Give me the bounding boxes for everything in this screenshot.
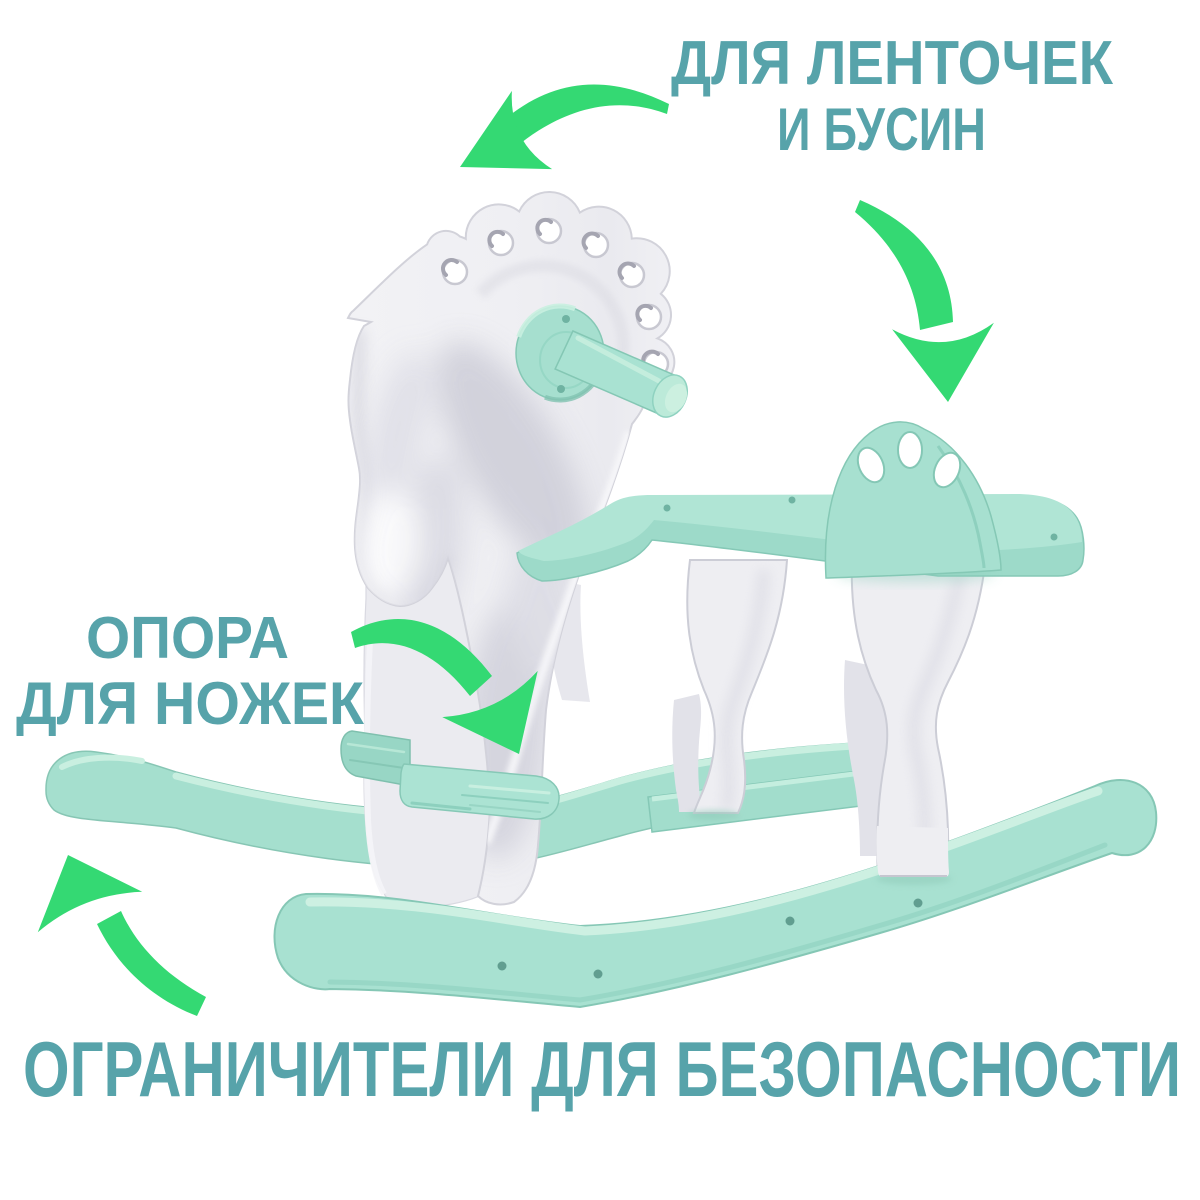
svg-text:ДЛЯ ЛЕНТОЧЕК: ДЛЯ ЛЕНТОЧЕК (671, 29, 1113, 98)
svg-text:ДЛЯ НОЖЕК: ДЛЯ НОЖЕК (16, 670, 364, 737)
svg-text:ОПОРА: ОПОРА (86, 605, 289, 671)
svg-text:И БУСИН: И БУСИН (777, 96, 986, 163)
svg-text:ОГРАНИЧИТЕЛИ ДЛЯ БЕЗОПАСНОСТИ: ОГРАНИЧИТЕЛИ ДЛЯ БЕЗОПАСНОСТИ (23, 1025, 1181, 1113)
